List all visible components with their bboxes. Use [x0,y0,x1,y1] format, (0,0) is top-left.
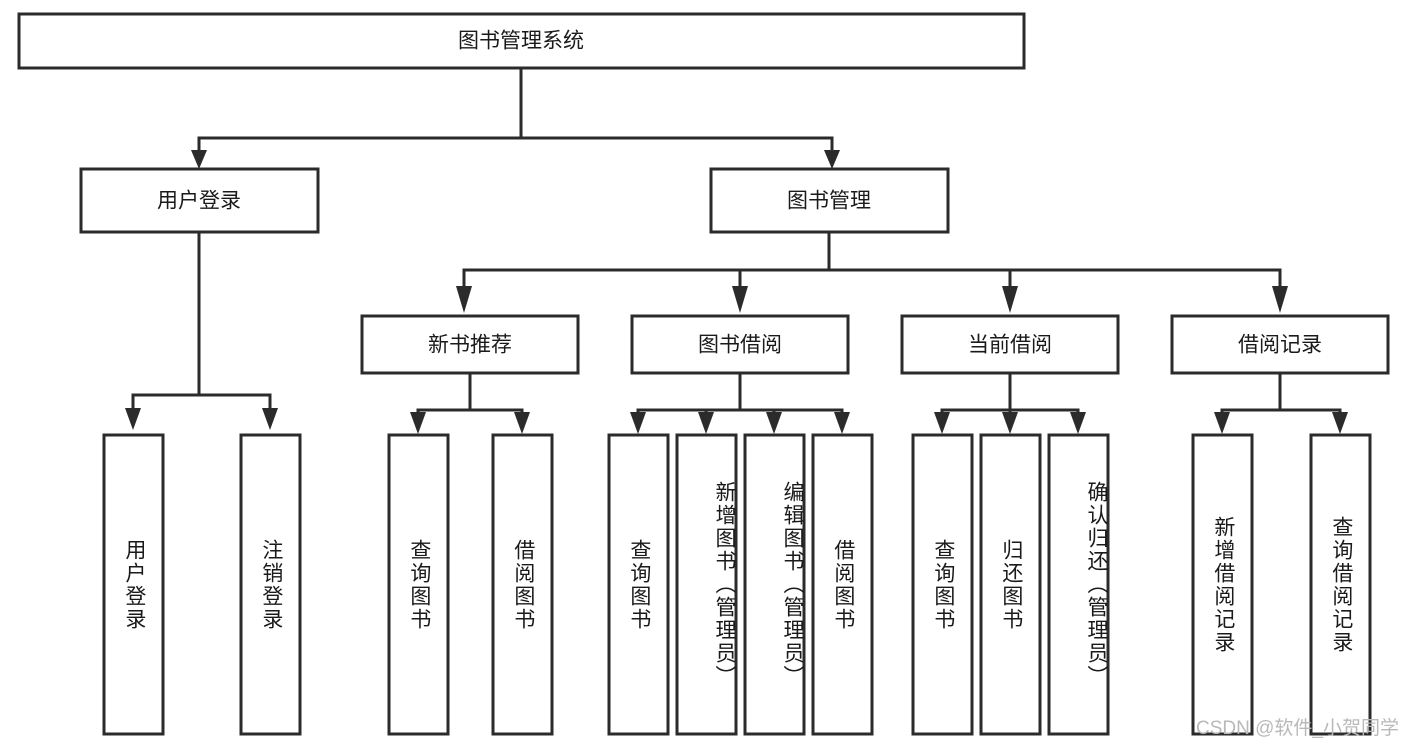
connector-user-login-to-leaves [125,230,278,430]
arrowhead-leaf-query-record [1332,412,1348,434]
leaf-box-borrow-book-2[interactable] [811,433,874,736]
node-book-management-label: 图书管理 [787,190,871,213]
leaf-box-confirm-return[interactable] [1047,433,1110,736]
arrowhead-leaf-query-book-2 [630,412,646,434]
connector-new-book-recommend-to-leaves [410,371,530,434]
node-borrow-record-box[interactable] [1170,314,1390,375]
node-new-book-recommend[interactable]: 新书推荐 [360,314,580,375]
leaf-box-add-record[interactable] [1191,433,1254,736]
node-user-login-label: 用户登录 [157,190,241,213]
node-borrow-record[interactable]: 借阅记录 [1170,314,1390,375]
leaf-box-borrow-book-1[interactable] [491,433,554,736]
arrowhead-leaf-borrow-book-2 [834,412,850,434]
arrowhead-book-management [824,150,840,169]
node-current-borrow-box[interactable] [900,314,1120,375]
arrowhead-leaf-add-book [698,412,714,434]
arrowhead-current-borrow [1002,286,1018,313]
node-root-label: 图书管理系统 [458,30,584,53]
arrowhead-book-borrow [732,286,748,313]
node-user-login[interactable]: 用户登录 [79,167,320,234]
leaf-box-return-book[interactable] [979,433,1042,736]
arrowhead-leaf-edit-book [766,412,782,434]
arrowhead-leaf-confirm-return [1070,412,1086,434]
node-book-borrow-label: 图书借阅 [698,334,782,357]
connector-book-management-to-level3 [456,230,1288,313]
arrowhead-leaf-user-login [125,408,141,430]
node-current-borrow[interactable]: 当前借阅 [900,314,1120,375]
leaf-box-query-book-1[interactable] [387,433,450,736]
arrowhead-leaf-borrow-book-1 [514,412,530,434]
leaf-box-query-book-3[interactable] [911,433,974,736]
node-book-borrow[interactable]: 图书借阅 [630,314,850,375]
leaf-box-logout-login[interactable] [239,433,302,736]
arrowhead-leaf-logout [262,408,278,430]
node-root-box[interactable] [17,12,1026,70]
node-book-management[interactable]: 图书管理 [709,167,950,234]
connector-borrow-record-to-leaves [1214,371,1348,434]
leaf-box-query-record[interactable] [1309,433,1372,736]
node-book-management-box[interactable] [709,167,950,234]
connector-book-borrow-to-leaves [630,371,850,434]
arrowhead-leaf-query-book-1 [410,412,426,434]
arrowhead-user-login [191,150,207,169]
node-new-book-recommend-box[interactable] [360,314,580,375]
arrowhead-new-book-recommend [456,286,472,313]
node-current-borrow-label: 当前借阅 [968,334,1052,357]
node-borrow-record-label: 借阅记录 [1238,334,1322,357]
leaf-box-add-book[interactable] [675,433,738,736]
connector-root-to-level2 [191,66,840,169]
csdn-watermark: CSDN @软件_小贺同学 [1196,718,1399,739]
node-new-book-recommend-label: 新书推荐 [428,334,512,357]
arrowhead-borrow-record [1272,286,1288,313]
connector-current-borrow-to-leaves [934,371,1086,434]
arrowhead-leaf-query-book-3 [934,412,950,434]
node-root[interactable]: 图书管理系统 [17,12,1026,70]
arrowhead-leaf-return-book [1002,412,1018,434]
leaf-box-user-login[interactable] [102,433,165,736]
arrowhead-leaf-add-record [1214,412,1230,434]
leaf-box-query-book-2[interactable] [607,433,670,736]
node-book-borrow-box[interactable] [630,314,850,375]
leaf-box-edit-book[interactable] [743,433,806,736]
